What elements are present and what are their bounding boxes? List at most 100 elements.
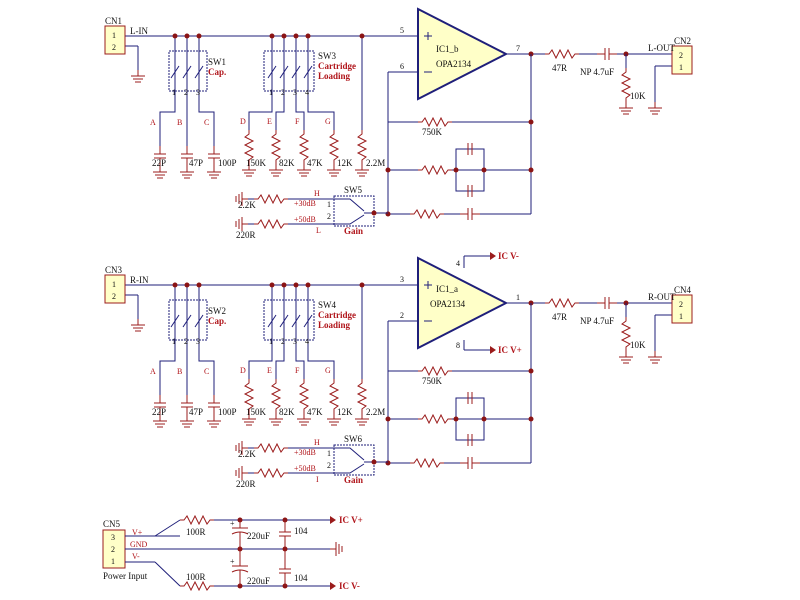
cn5-pin-3: 3 xyxy=(111,533,115,542)
sw3-label-1: Cartridge xyxy=(318,61,356,71)
gain-res-30: 2.2K xyxy=(238,200,256,210)
bypass-cap-2: 104 xyxy=(294,573,308,583)
feedback-res-value: 750K xyxy=(422,376,443,386)
res-value-d: 150K xyxy=(246,407,267,417)
connector-cn1 xyxy=(104,25,126,55)
res-letter-e: E xyxy=(267,366,272,375)
cap-polarity-1: + xyxy=(230,519,235,528)
pin-vneg: 4 xyxy=(456,259,460,268)
pin-plus: 3 xyxy=(400,275,404,284)
cn5-name: CN5 xyxy=(103,519,121,529)
res-value-g: 12K xyxy=(337,407,353,417)
gain-pos-l: I xyxy=(316,475,319,484)
connector-cn4 xyxy=(671,294,693,324)
sw1-name: SW1 xyxy=(208,57,226,67)
res-letter-g: G xyxy=(325,366,331,375)
cn2-name: CN2 xyxy=(674,36,691,46)
gain-opt-30: +30dB xyxy=(294,199,316,208)
sw6-name: SW6 xyxy=(344,434,363,444)
feedback-res-value: 750K xyxy=(422,127,443,137)
cap-letter-b: B xyxy=(177,118,182,127)
cn3-pin-1: 1 xyxy=(112,280,116,289)
cn1-pin-2: 2 xyxy=(112,43,116,52)
sw5-label: Gain xyxy=(344,226,363,236)
power-cap-2: 220uF xyxy=(247,576,270,586)
opamp-name: IC1_b xyxy=(436,44,459,54)
net-ic-vneg: IC V- xyxy=(339,581,360,591)
cn3-name: CN3 xyxy=(105,265,123,275)
res-value-e: 82K xyxy=(279,158,295,168)
pin-vpos: 8 xyxy=(456,341,460,350)
res-letter-d: D xyxy=(240,117,246,126)
gain-res-30: 2.2K xyxy=(238,449,256,459)
net-vpos: V+ xyxy=(132,528,143,537)
sw6-label: Gain xyxy=(344,475,363,485)
cap-value-a: 22P xyxy=(152,158,166,168)
cap-polarity-2: + xyxy=(230,557,235,566)
power-res-1: 100R xyxy=(186,527,206,537)
cn5-pin-1: 1 xyxy=(111,557,115,566)
net-l-out: L-OUT xyxy=(648,43,675,53)
res-value-d: 150K xyxy=(246,158,267,168)
gain-opt-50: +50dB xyxy=(294,464,316,473)
power-cap-1: 220uF xyxy=(247,531,270,541)
bypass-cap-1: 104 xyxy=(294,526,308,536)
pin-minus: 2 xyxy=(400,311,404,320)
sw1-label: Cap. xyxy=(208,67,226,77)
out-load-value: 10K xyxy=(630,340,646,350)
connector-cn2 xyxy=(671,45,693,75)
power-res-2: 100R xyxy=(186,572,206,582)
pin-out: 1 xyxy=(516,293,520,302)
cn1-name: CN1 xyxy=(105,16,122,26)
net-vneg: V- xyxy=(132,552,140,561)
gain-pos-h: H xyxy=(314,189,320,198)
cap-value-b: 47P xyxy=(189,407,203,417)
sw3-label-2: Loading xyxy=(318,71,351,81)
cn2-pin-1: 1 xyxy=(679,63,683,72)
sw2-pin-2: 2 xyxy=(184,337,188,346)
res-letter-g: G xyxy=(325,117,331,126)
cn3-pin-2: 2 xyxy=(112,292,116,301)
gain-pos-h: H xyxy=(314,438,320,447)
sw4-label-2: Loading xyxy=(318,320,351,330)
opamp-part: OPA2134 xyxy=(430,299,466,309)
pin-plus: 5 xyxy=(400,26,404,35)
sw4-pin-1: 1 xyxy=(269,337,273,346)
cn2-pin-2: 2 xyxy=(679,51,683,60)
net-ic-vneg-amp: IC V- xyxy=(498,251,519,261)
sw4-name: SW4 xyxy=(318,300,337,310)
sw4-pin-3: 3 xyxy=(293,337,297,346)
out-res-value: 47R xyxy=(552,63,567,73)
net-l-in: L-IN xyxy=(130,26,148,36)
sw2-pin-3: 3 xyxy=(196,337,200,346)
out-load-value: 10K xyxy=(630,91,646,101)
gain-res-50: 220R xyxy=(236,479,256,489)
cap-letter-c: C xyxy=(204,367,209,376)
opamp-part: OPA2134 xyxy=(436,59,472,69)
gain-opt-30: +30dB xyxy=(294,448,316,457)
cap-value-a: 22P xyxy=(152,407,166,417)
net-gnd: GND xyxy=(130,540,148,549)
cn4-name: CN4 xyxy=(674,285,692,295)
sw4-label-1: Cartridge xyxy=(318,310,356,320)
net-ic-vpos: IC V+ xyxy=(339,515,363,525)
res-letter-f: F xyxy=(295,366,300,375)
cn4-pin-2: 2 xyxy=(679,300,683,309)
cn4-pin-1: 1 xyxy=(679,312,683,321)
cap-letter-b: B xyxy=(177,367,182,376)
sw5-pin-2: 2 xyxy=(327,212,331,221)
res-value-e: 82K xyxy=(279,407,295,417)
res-letter-d: D xyxy=(240,366,246,375)
sw4-pin-4: 4 xyxy=(305,337,309,346)
net-r-in: R-IN xyxy=(130,275,149,285)
sw6-pin-1: 1 xyxy=(327,449,331,458)
res-letter-e: E xyxy=(267,117,272,126)
net-ic-vpos-amp: IC V+ xyxy=(498,345,522,355)
power-supply-section xyxy=(125,515,343,591)
sw5-name: SW5 xyxy=(344,185,363,195)
res-value-g: 12K xyxy=(337,158,353,168)
cap-letter-a: A xyxy=(150,367,156,376)
gain-pos-l: L xyxy=(316,226,321,235)
out-res-value: 47R xyxy=(552,312,567,322)
sw2-label: Cap. xyxy=(208,316,226,326)
